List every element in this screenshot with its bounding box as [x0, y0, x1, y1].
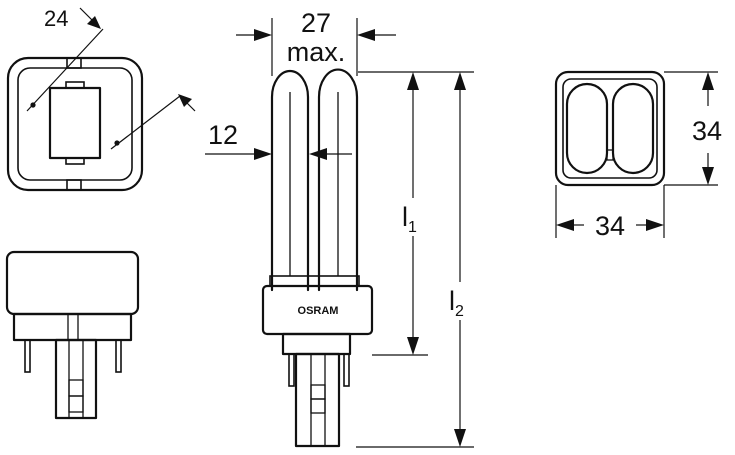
end-height-label: 34: [692, 116, 722, 146]
width-value-label: 27: [301, 8, 331, 38]
end-tube-left: [565, 82, 609, 175]
socket-centre-block: [48, 86, 102, 160]
socket-collar: [12, 312, 133, 342]
length-dimensions: l1 l2: [356, 71, 476, 448]
socket-top-notch: [66, 57, 82, 69]
end-tube-right: [611, 82, 655, 175]
socket-top-view: 24: [6, 6, 196, 192]
length-2-label-bg: [446, 282, 476, 320]
base-pin-left: [288, 353, 295, 387]
width-note-label: max.: [287, 37, 346, 67]
socket-spacing-label: 24: [44, 6, 68, 31]
socket-centre-tab-top: [65, 81, 85, 89]
base-pin-right: [343, 353, 350, 387]
tube-right: [317, 68, 359, 292]
end-inner-frame: [562, 78, 658, 179]
base-stem-slot-lower: [310, 398, 326, 414]
diameter-arrow-left: [254, 148, 272, 160]
socket-inner-frame: [17, 67, 133, 181]
width-dimension: 27 max.: [236, 8, 396, 76]
spacing-arrow-upper: [87, 16, 101, 29]
end-width-label: 34: [595, 211, 625, 241]
stem-slot-upper: [68, 379, 84, 397]
contact-pin-left: [24, 339, 31, 373]
length-2-arrow-bottom: [454, 429, 466, 447]
end-height-arrow-bottom: [702, 167, 714, 185]
brand-logo: OSRAM: [298, 305, 339, 317]
socket-cap: [5, 250, 140, 316]
base-stem-slot-upper: [310, 384, 326, 400]
contact-pin-right: [115, 339, 122, 373]
end-width-arrow-left: [556, 219, 574, 231]
base-stem: [294, 352, 341, 448]
spacing-arrow-lower: [178, 94, 192, 107]
end-outer-frame: [554, 70, 666, 187]
tube-diameter-dimension: 12: [205, 120, 352, 160]
length-1-arrow-bottom: [407, 337, 419, 355]
end-bridge: [606, 149, 614, 161]
end-width-arrow-right: [646, 219, 664, 231]
pin-diagonal-line-upper: [26, 28, 104, 112]
diameter-arrow-right: [309, 148, 327, 160]
width-arrow-right: [357, 29, 375, 41]
socket-centre-tab-bottom: [65, 157, 85, 165]
tube-left: [270, 69, 310, 292]
socket-outer-frame: [6, 56, 144, 192]
length-1-label: l1: [402, 202, 417, 236]
lamp-end-view: 34 34: [554, 70, 722, 241]
end-height-arrow-top: [702, 72, 714, 90]
length-1-label-bg: [399, 198, 429, 236]
stem-slot-lower: [68, 395, 84, 413]
socket-stem: [54, 338, 98, 420]
socket-pin-right: [114, 140, 120, 146]
width-arrow-left: [254, 29, 272, 41]
base-collar: [281, 332, 352, 356]
length-2-arrow-top: [454, 72, 466, 90]
socket-bottom-notch: [66, 179, 82, 191]
lamp-front-view: OSRAM: [261, 68, 374, 448]
tube-base-rim: [269, 275, 360, 287]
pin-diagonal-line-lower: [110, 95, 181, 150]
length-2-label: l2: [449, 286, 464, 320]
socket-side-view: [5, 250, 140, 420]
diameter-value-label: 12: [208, 120, 238, 150]
length-1-arrow-top: [407, 72, 419, 90]
